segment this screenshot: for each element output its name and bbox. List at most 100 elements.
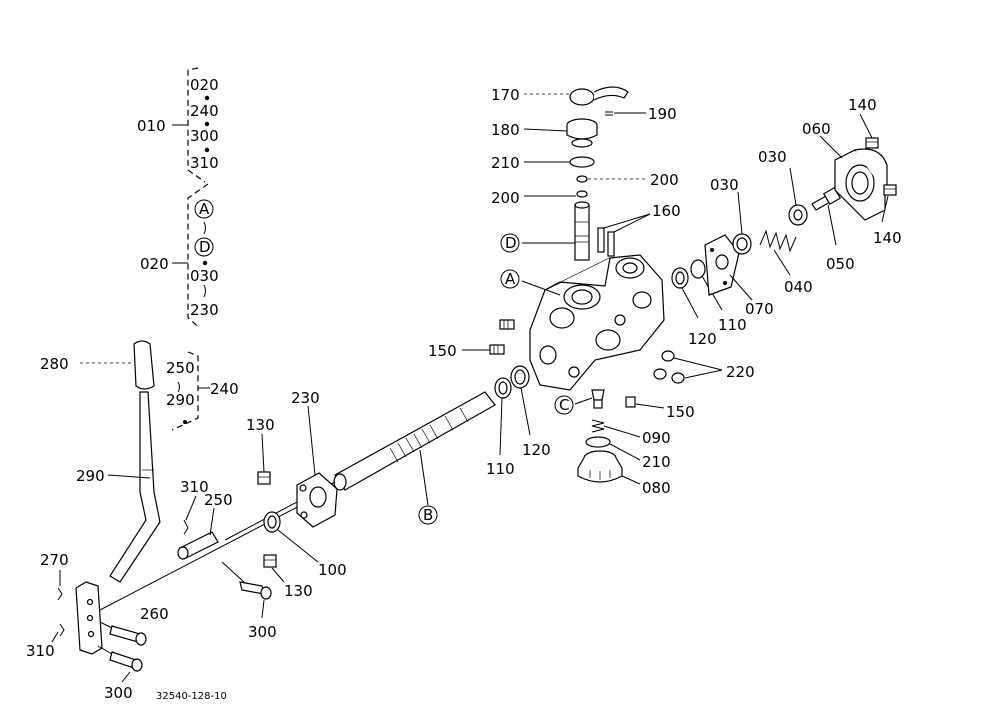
callout-040: 040 <box>784 278 813 296</box>
callout-030-a: 030 <box>710 176 739 194</box>
oring-210-bottom <box>585 436 611 448</box>
callout-110-left: 110 <box>486 460 515 478</box>
callout-090: 090 <box>642 429 671 447</box>
oring-220-c <box>671 372 685 384</box>
callout-230: 230 <box>291 389 320 407</box>
callout-210-bottom: 210 <box>642 453 671 471</box>
plug-150-b <box>489 344 505 355</box>
marker-b-body: B <box>418 505 438 525</box>
callout-190: 190 <box>648 105 677 123</box>
plug-150-a <box>499 319 515 330</box>
bracket-230 <box>296 472 338 528</box>
callout-030-group: 030 <box>190 267 219 285</box>
callout-280: 280 <box>40 355 69 373</box>
svg-text:A: A <box>505 270 516 288</box>
spool-b <box>333 391 496 491</box>
oring-200-b <box>576 190 588 198</box>
screw-140-bottom <box>883 184 897 196</box>
callout-310-group: 310 <box>190 154 219 172</box>
callout-310-mid: 310 <box>180 478 209 496</box>
group-020-bracket <box>172 183 209 329</box>
plug-150-c <box>625 396 636 408</box>
callout-250-group: 250 <box>166 359 195 377</box>
screw-140-top <box>865 137 879 149</box>
screw-130-bottom <box>263 554 277 568</box>
marker-c-body: C <box>554 395 574 415</box>
callout-100: 100 <box>318 561 347 579</box>
callout-050: 050 <box>826 255 855 273</box>
washer-110-right <box>690 259 706 279</box>
callout-260: 260 <box>140 605 169 623</box>
callout-300-mid: 300 <box>248 623 277 641</box>
cover-060 <box>834 148 888 221</box>
callout-270: 270 <box>40 551 69 569</box>
marker-a-body: A <box>500 269 520 289</box>
marker-d-body: D <box>500 233 520 253</box>
callout-020-sub: 020 <box>140 255 169 273</box>
valve-body <box>529 254 665 391</box>
callout-140-bottom: 140 <box>873 229 902 247</box>
plug-180 <box>566 118 598 148</box>
bolt-050 <box>811 186 842 211</box>
svg-text:A: A <box>199 200 210 218</box>
screw-130-top <box>257 471 271 485</box>
cap-170 <box>569 86 629 106</box>
oring-220-b <box>653 368 667 380</box>
callout-070: 070 <box>745 300 774 318</box>
pin-300-bottom <box>109 651 143 672</box>
washer-120-left <box>510 365 530 389</box>
spring-090 <box>591 419 605 433</box>
callout-310-bottom: 310 <box>26 642 55 660</box>
lever-rod-290 <box>109 391 161 583</box>
oring-210-top <box>569 156 595 168</box>
svg-text:C: C <box>559 396 569 414</box>
gasket-070 <box>704 234 740 296</box>
callout-300-bottom: 300 <box>104 684 133 702</box>
drawing-number: 32540-128-10 <box>156 691 227 702</box>
group-010-bracket <box>172 67 210 183</box>
pin-260 <box>109 625 147 646</box>
clip-310-mid <box>183 519 189 535</box>
callout-080: 080 <box>642 479 671 497</box>
callout-120-right: 120 <box>688 330 717 348</box>
plug-080 <box>577 450 623 483</box>
callout-060: 060 <box>802 120 831 138</box>
lever-grip-280 <box>133 340 155 390</box>
collar-030-a <box>732 233 752 255</box>
callout-140-top: 140 <box>848 96 877 114</box>
callout-010: 010 <box>137 117 166 135</box>
poppet-c <box>591 389 605 409</box>
washer-120-right <box>671 267 689 289</box>
svg-text:D: D <box>505 234 517 252</box>
callout-200-left: 200 <box>491 189 520 207</box>
callout-300-group: 300 <box>190 127 219 145</box>
callout-290-group: 290 <box>166 391 195 409</box>
collar-030-b <box>788 204 808 226</box>
callout-200-right: 200 <box>650 171 679 189</box>
oring-220-a <box>661 350 675 362</box>
callout-150-right: 150 <box>666 403 695 421</box>
callout-230-group: 230 <box>190 301 219 319</box>
clip-310-bottom <box>59 623 65 637</box>
callout-240-right: 240 <box>210 380 239 398</box>
callout-160: 160 <box>652 202 681 220</box>
marker-a-group: A <box>194 199 214 219</box>
pins-160 <box>597 213 651 257</box>
svg-text:D: D <box>199 238 211 256</box>
oring-200-a <box>576 175 588 183</box>
pin-190 <box>605 111 646 116</box>
spring-040 <box>759 229 797 253</box>
pin-300-mid <box>239 581 272 600</box>
callout-250-mid: 250 <box>204 491 233 509</box>
callout-180: 180 <box>491 121 520 139</box>
group-240-bracket <box>171 351 210 431</box>
callout-130-bottom: 130 <box>284 582 313 600</box>
svg-text:B: B <box>423 506 433 524</box>
callout-170: 170 <box>491 86 520 104</box>
callout-290-left: 290 <box>76 467 105 485</box>
callout-210-top: 210 <box>491 154 520 172</box>
washer-100 <box>263 511 281 533</box>
callout-220: 220 <box>726 363 755 381</box>
callout-020-group: 020 <box>190 76 219 94</box>
